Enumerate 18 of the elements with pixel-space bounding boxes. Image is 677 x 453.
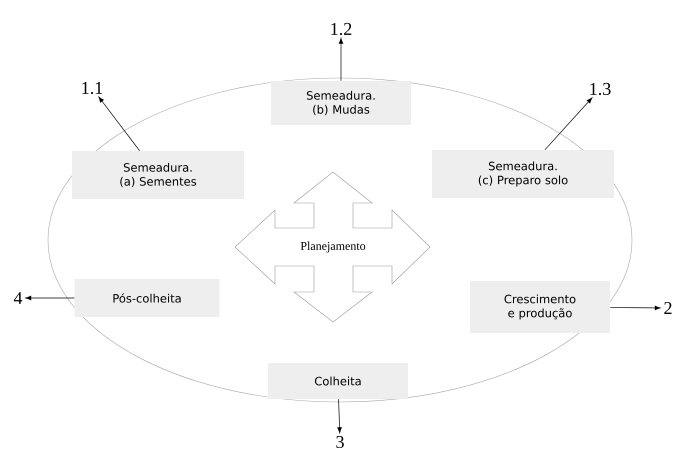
stage-box: Crescimento e produção [470,281,610,333]
stage-box: Pós-colheita [74,279,220,317]
step-number: 4 [14,292,22,304]
step-number: 1.1 [82,82,102,94]
stage-box: Semeadura. (c) Preparo solo [432,150,614,198]
step-number: 1.3 [590,82,611,96]
arrow [337,398,342,434]
arrow [25,296,75,300]
stage-box: Semeadura. (a) Sementes [72,151,244,199]
stage-box: Colheita [268,363,408,399]
step-number: 2 [664,302,672,314]
step-number: 1.2 [331,22,352,36]
arrow [98,96,140,152]
arrow [610,306,661,310]
arrow [338,38,344,82]
arrow [544,98,592,150]
step-number: 3 [336,436,344,448]
stage-box: Semeadura. (b) Mudas [271,81,411,125]
